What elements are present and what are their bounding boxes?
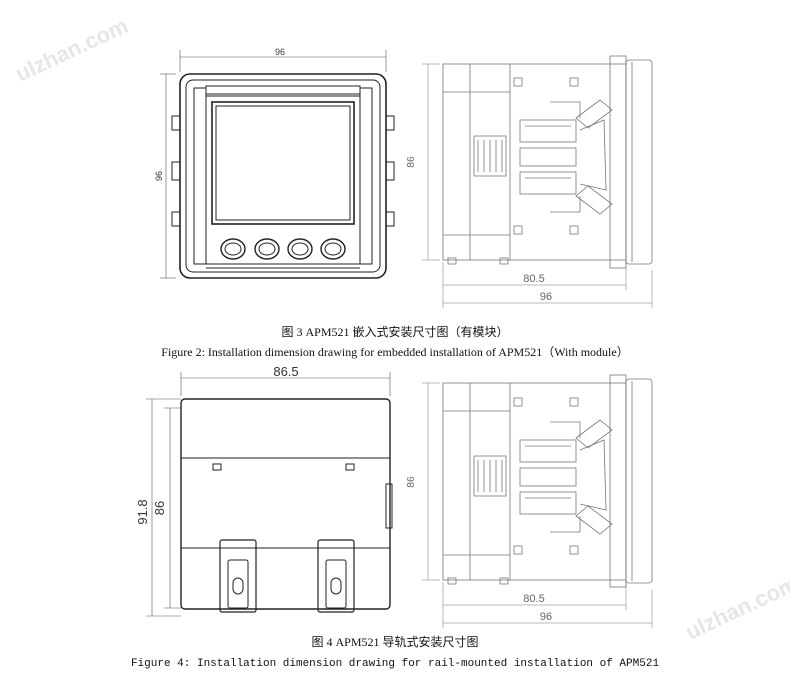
fig3-caption-cn: 图 3 APM521 嵌入式安装尺寸图（有模块） — [281, 324, 508, 339]
fig3-front-width-label: 96 — [275, 47, 285, 57]
fig4-caption-en: Figure 4: Installation dimension drawing… — [131, 658, 659, 670]
fig3-side-height-label: 86 — [406, 156, 417, 168]
fig4-front-width-label: 86.5 — [273, 364, 298, 379]
fig3-side-view — [422, 55, 653, 308]
watermark-top: ulzhan.com — [12, 13, 132, 87]
fig4-side-height-label: 86 — [406, 476, 417, 488]
fig3-front-view — [160, 50, 395, 279]
fig4-front-outer-height-label: 91.8 — [135, 499, 150, 524]
fig4-side-width-label: 96 — [540, 611, 552, 623]
fig4-caption-cn: 图 4 APM521 导轨式安装尺寸图 — [311, 634, 478, 649]
fig4-front-view — [146, 372, 393, 617]
fig3-side-width-label: 96 — [540, 291, 552, 303]
fig4-side-view — [422, 374, 653, 628]
fig3-front-height-label: 96 — [154, 171, 164, 181]
fig3-side-depth-label: 80.5 — [523, 273, 544, 285]
watermark-bottom: ulzhan.com — [682, 571, 790, 645]
fig4-front-inner-height-label: 86 — [152, 501, 167, 515]
fig3-caption-en: Figure 2: Installation dimension drawing… — [161, 345, 628, 359]
fig4-side-depth-label: 80.5 — [523, 593, 544, 605]
